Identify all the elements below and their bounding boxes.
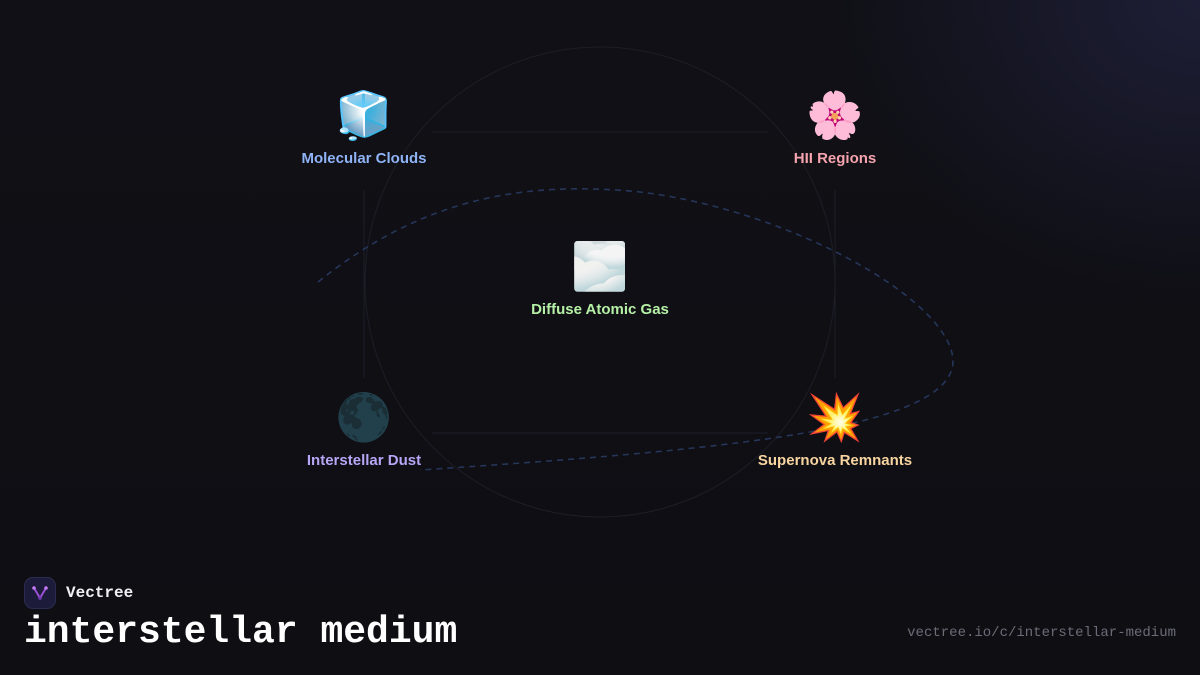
ice-cube-icon: 🧊 (335, 90, 393, 141)
new-moon-icon: 🌑 (335, 392, 393, 443)
node-label: Interstellar Dust (306, 452, 422, 469)
source-url[interactable]: vectree.io/c/interstellar-medium (907, 625, 1176, 641)
brand[interactable]: Vectree (24, 577, 133, 609)
node-diffuse-atomic-gas[interactable]: 🌫️ Diffuse Atomic Gas (480, 239, 720, 319)
node-hii-regions[interactable]: 🌸 HII Regions (715, 88, 955, 168)
fog-icon: 🌫️ (571, 241, 629, 292)
explosion-icon: 💥 (806, 392, 864, 443)
page-title: interstellar medium (24, 611, 458, 654)
node-label: Supernova Remnants (757, 452, 913, 469)
cherry-blossom-icon: 🌸 (806, 90, 864, 141)
node-supernova-remnants[interactable]: 💥 Supernova Remnants (715, 390, 955, 470)
vectree-logo-icon (24, 577, 56, 609)
node-molecular-clouds[interactable]: 🧊 Molecular Clouds (244, 88, 484, 168)
brand-name: Vectree (66, 584, 134, 602)
node-interstellar-dust[interactable]: 🌑 Interstellar Dust (244, 390, 484, 470)
dashed-orbit (317, 188, 954, 471)
node-label: Molecular Clouds (301, 150, 427, 167)
node-label: HII Regions (793, 150, 877, 167)
node-label: Diffuse Atomic Gas (531, 301, 669, 318)
